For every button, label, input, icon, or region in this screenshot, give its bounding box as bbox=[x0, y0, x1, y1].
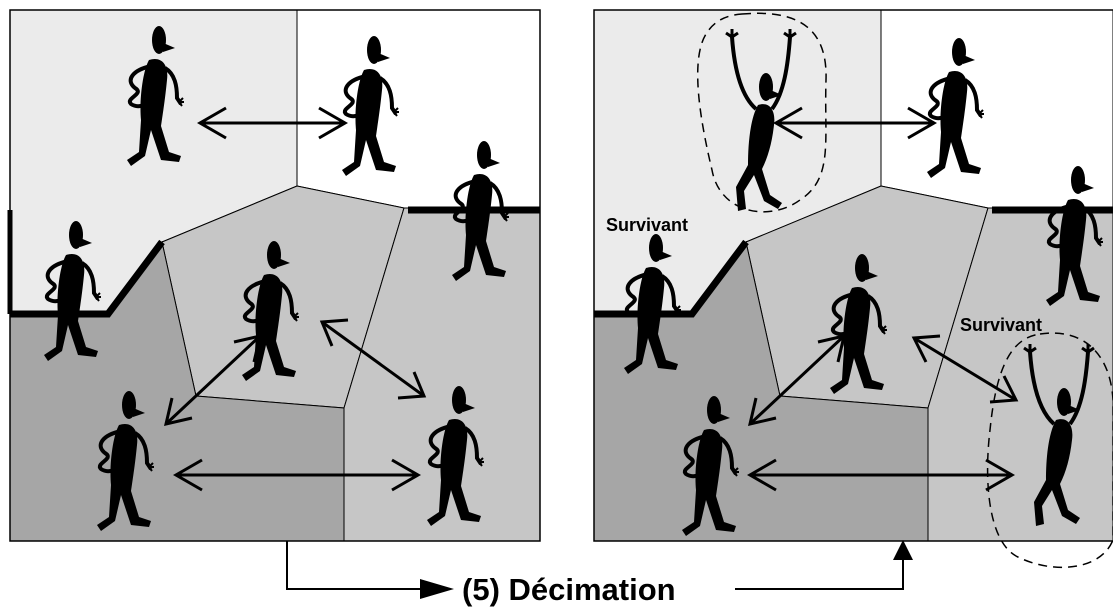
survivor-highlight bbox=[697, 12, 827, 213]
flow-connector bbox=[286, 541, 904, 590]
double-arrow-icon bbox=[319, 318, 427, 400]
region-top-right bbox=[296, 9, 541, 209]
double-arrow-icon bbox=[163, 333, 263, 427]
double-arrow-icon bbox=[172, 458, 422, 492]
double-arrow-icon bbox=[772, 106, 938, 140]
double-arrow-icon bbox=[911, 334, 1019, 404]
wall-left bbox=[594, 239, 749, 318]
survivor-highlight bbox=[986, 332, 1113, 569]
survivor-label: Survivant bbox=[606, 215, 688, 235]
double-arrow-icon bbox=[196, 106, 349, 140]
step-label: (5) Décimation bbox=[462, 572, 676, 607]
arrow-up-icon bbox=[893, 540, 913, 560]
left-panel bbox=[7, 9, 541, 542]
arrow-right-icon bbox=[420, 579, 454, 599]
double-arrow-icon bbox=[747, 333, 847, 427]
right-panel: Survivant Survivant bbox=[593, 9, 1113, 569]
wall-left bbox=[10, 239, 165, 318]
panel-border bbox=[593, 9, 1113, 542]
survivor-label: Survivant bbox=[960, 315, 1042, 335]
double-arrow-icon bbox=[746, 458, 1016, 492]
